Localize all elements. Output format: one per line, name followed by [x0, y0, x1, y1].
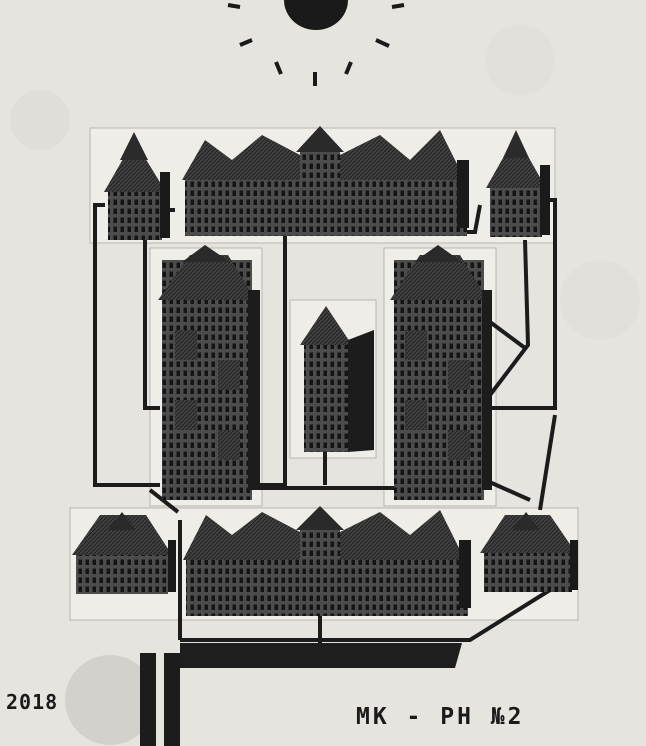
building-middle-center — [300, 306, 374, 452]
building-middle-left — [158, 245, 260, 500]
building-top-right — [486, 130, 550, 237]
building-bottom-center — [183, 506, 471, 616]
building-bottom-left — [72, 512, 176, 594]
building-top-left — [104, 132, 170, 240]
building-bottom-right — [480, 512, 578, 592]
base-band — [140, 643, 462, 746]
building-top-center — [182, 126, 469, 236]
date-stamp: 2018 — [6, 690, 59, 714]
title-stamp: MK - PH №2 — [356, 704, 525, 730]
building-middle-right — [390, 245, 492, 500]
sun-icon — [227, 0, 405, 86]
paper-texture — [10, 25, 640, 745]
